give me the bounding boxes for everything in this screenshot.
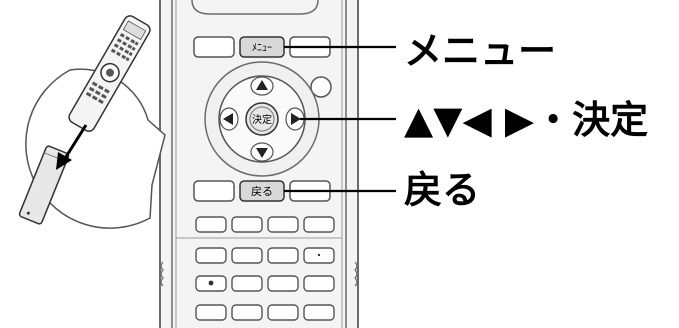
arrow-left-icon xyxy=(223,113,233,125)
grid-dot-icon xyxy=(317,253,321,257)
grid-button[interactable] xyxy=(267,247,299,264)
down-button[interactable] xyxy=(250,142,274,162)
grid-button[interactable] xyxy=(231,275,263,292)
grid-button[interactable] xyxy=(231,304,263,321)
round-button[interactable] xyxy=(310,76,332,98)
up-button[interactable] xyxy=(250,76,274,96)
back-callout: 戻る xyxy=(404,168,481,212)
callout-lines xyxy=(284,45,396,193)
grid-button[interactable] xyxy=(303,216,335,233)
enter-button-label: 決定 xyxy=(252,113,272,126)
grid-button[interactable] xyxy=(195,216,227,233)
grid-button[interactable] xyxy=(195,247,227,264)
top-left-button[interactable] xyxy=(193,36,235,58)
back-left-button[interactable] xyxy=(193,180,235,202)
left-button[interactable] xyxy=(219,107,239,131)
menu-button-label: ﾒﾆｭｰ xyxy=(252,43,272,54)
grid-button[interactable] xyxy=(231,216,263,233)
remote-overview-illustration xyxy=(18,15,166,229)
slide-arrow-icon xyxy=(62,124,88,161)
back-button-label: 戻る xyxy=(251,185,273,198)
enter-button[interactable] xyxy=(245,102,279,136)
grid-button[interactable] xyxy=(195,304,227,321)
grid-button[interactable] xyxy=(267,275,299,292)
grid-button[interactable] xyxy=(231,247,263,264)
grid-button[interactable] xyxy=(303,275,335,292)
grid-button[interactable] xyxy=(267,216,299,233)
menu-callout: メニュー xyxy=(404,29,557,73)
arrow-up-icon xyxy=(256,80,268,90)
grid-button[interactable] xyxy=(267,304,299,321)
arrow-right-icon xyxy=(291,113,301,125)
grid-button[interactable] xyxy=(303,304,335,321)
button-grid xyxy=(195,216,335,321)
grid-dot-icon xyxy=(208,280,214,286)
directions-callout: ▲▼◀ ▶・決定 xyxy=(404,98,649,142)
arrow-down-icon xyxy=(256,148,268,158)
